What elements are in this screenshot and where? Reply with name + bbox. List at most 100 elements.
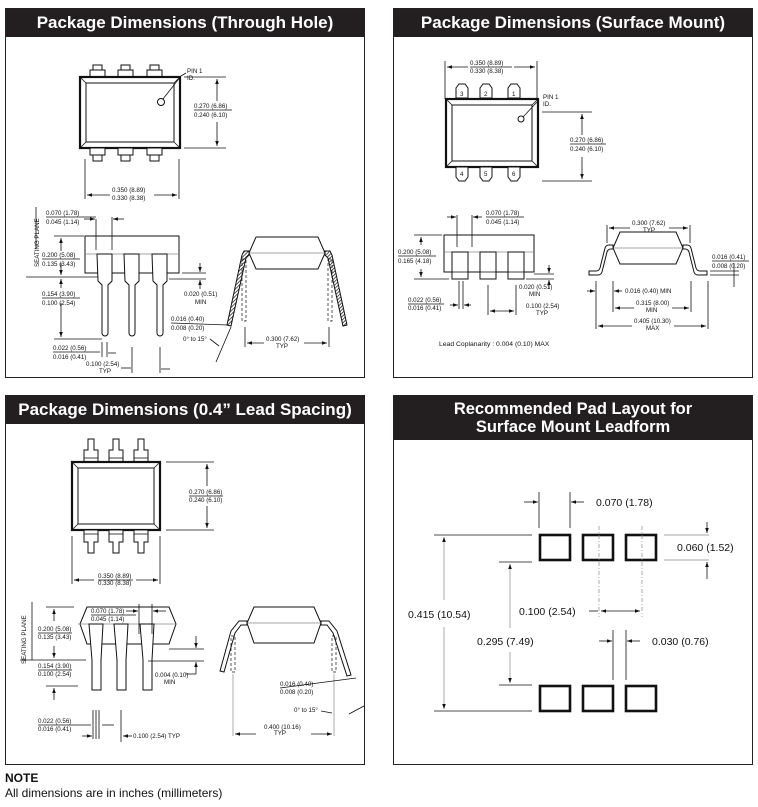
top-view: [444, 83, 540, 182]
width-dim-max: 0.350 (8.89): [112, 187, 145, 194]
standoff-note: MIN: [529, 291, 540, 298]
lead-width-min: 0.045 (1.14): [46, 219, 79, 226]
lead-t-max: 0.016 (0.41): [712, 254, 745, 261]
pin1-label-id: ID.: [187, 75, 195, 82]
pin-number: 6: [512, 171, 516, 178]
inner-span-note: MIN: [646, 307, 657, 314]
pin-number: 4: [460, 171, 464, 178]
foot-length-dim: 0.016 (0.40) MIN: [625, 288, 671, 295]
top-view: [78, 64, 187, 162]
pitch-note: TYP: [536, 310, 548, 317]
pitch-dim: 0.100 (2.54): [526, 303, 559, 310]
lead-t-max: 0.016 (0.40): [171, 316, 204, 323]
pin-number: 2: [484, 91, 488, 98]
lead-length-min: 0.100 (2.54): [38, 671, 71, 678]
lead-length-min: 0.100 (2.54): [42, 300, 75, 307]
pad-layout-drawing: 0.070 (1.78) 0.415 (10.54) 0.295 (7.49) …: [408, 492, 734, 713]
note-title: NOTE: [5, 771, 39, 785]
coplanarity-note: Lead Coplanarity : 0.004 (0.10) MAX: [439, 341, 550, 348]
row-spacing-note: TYP: [276, 343, 288, 350]
pad: [538, 684, 572, 713]
angle-dim: 0° to 15°: [183, 336, 207, 343]
pitch-dim: 0.100 (2.54) TYP: [133, 733, 180, 740]
lead-thickness-max: 0.022 (0.56): [408, 297, 441, 304]
panel-title-line1: Recommended Pad Layout for: [453, 400, 693, 418]
width-dim-min: 0.330 (8.38): [98, 580, 131, 587]
seating-plane-label: SEATING PLANE: [21, 615, 28, 664]
standoff-dim: 0.020 (0.51): [184, 291, 217, 298]
pin1-label: PIN 1: [543, 94, 559, 101]
lead-width-min: 0.045 (1.14): [91, 616, 124, 623]
height-dim-max: 0.270 (6.86): [570, 137, 603, 144]
lead-t-max: 0.016 (0.40): [280, 681, 313, 688]
lead-length-max: 0.154 (3.90): [42, 291, 75, 298]
body-height-min: 0.165 (4.18): [398, 258, 431, 265]
pitch-dim: 0.100 (2.54): [519, 606, 576, 618]
lead-thickness-min: 0.016 (0.41): [38, 726, 71, 733]
lead-thickness-max: 0.022 (0.56): [38, 718, 71, 725]
panel-through-hole: Package Dimensions (Through Hole) PIN 1 …: [5, 8, 365, 378]
end-view: [219, 606, 352, 677]
panel-surface-mount: Package Dimensions (Surface Mount) 0.350…: [393, 8, 753, 378]
pitch-dim: 0.100 (2.54): [86, 361, 119, 368]
overall-span-dim: 0.415 (10.54): [408, 609, 470, 621]
through-hole-drawing: PIN 1 ID. 0.270 (6.86) 0.240 (6.10) 0.35…: [26, 64, 348, 375]
width-dim-min: 0.330 (8.38): [470, 68, 503, 75]
lead-thickness-min: 0.016 (0.41): [408, 305, 441, 312]
height-dim-min: 0.240 (6.10): [570, 146, 603, 153]
panel-title: Package Dimensions (Through Hole): [6, 9, 364, 37]
pad-height-dim: 0.060 (1.52): [677, 542, 734, 554]
lead-t-min: 0.008 (0.20): [712, 263, 745, 270]
body-height-max: 0.200 (5.08): [398, 249, 431, 256]
pitch-note: TYP: [99, 368, 111, 375]
standoff-note: MIN: [164, 679, 175, 686]
pad: [581, 533, 615, 562]
pad: [624, 533, 658, 562]
lead-spacing-drawing: 0.270 (6.86) 0.240 (6.10) 0.350 (8.89) 0…: [20, 438, 365, 742]
end-view: [588, 231, 708, 276]
row-spacing-dim: 0.300 (7.62): [632, 220, 665, 227]
outer-span-note: MAX: [646, 325, 659, 332]
lead-thickness-min: 0.016 (0.41): [53, 354, 86, 361]
lead-width-max: 0.070 (1.78): [91, 608, 124, 615]
height-dim-min: 0.240 (6.10): [189, 497, 222, 504]
lead-width-max: 0.070 (1.78): [486, 210, 519, 217]
lead-width-min: 0.045 (1.14): [486, 219, 519, 226]
pad: [538, 533, 572, 562]
inner-span-dim: 0.295 (7.49): [477, 636, 534, 648]
standoff-note: MIN: [195, 299, 206, 306]
body-height-min: 0.135 (3.43): [42, 261, 75, 268]
row-spacing-note: TYP: [274, 730, 286, 737]
outer-span-dim: 0.405 (10.30): [634, 318, 671, 325]
height-dim-max: 0.270 (6.86): [189, 489, 222, 496]
panel-title: Recommended Pad Layout for Surface Mount…: [394, 396, 752, 440]
standoff-dim: 0.004 (0.10): [155, 672, 188, 679]
pad: [624, 684, 658, 713]
pin1-label-id: ID.: [543, 101, 551, 108]
top-view: [70, 438, 162, 554]
pad-width-dim: 0.070 (1.78): [596, 497, 653, 509]
width-dim-min: 0.330 (8.38): [112, 195, 145, 202]
width-dim-max: 0.350 (8.89): [98, 573, 131, 580]
lead-width-max: 0.070 (1.78): [46, 210, 79, 217]
note: NOTE All dimensions are in inches (milli…: [5, 771, 222, 801]
side-view: [84, 235, 180, 337]
row-spacing-dim: 0.300 (7.62): [266, 336, 299, 343]
lead-length-max: 0.154 (3.90): [38, 663, 71, 670]
standoff-dim: 0.020 (0.51): [519, 284, 552, 291]
height-dim-max: 0.270 (6.86): [194, 103, 227, 110]
panel-title-line2: Surface Mount Leadform: [475, 418, 671, 436]
body-height-min: 0.135 (3.43): [38, 634, 71, 641]
height-dim-min: 0.240 (6.10): [194, 112, 227, 119]
row-spacing-note: TYP: [643, 227, 655, 234]
side-view: [443, 234, 535, 280]
pin-number: 3: [460, 91, 464, 98]
body-height-max: 0.200 (5.08): [38, 626, 71, 633]
note-text: All dimensions are in inches (millimeter…: [5, 786, 223, 800]
panel-title: Package Dimensions (Surface Mount): [394, 9, 752, 37]
pin-number: 5: [484, 171, 488, 178]
seating-plane-label: SEATING PLANE: [34, 218, 41, 267]
width-dim-max: 0.350 (8.89): [470, 60, 503, 67]
body-height-max: 0.200 (5.08): [42, 252, 75, 259]
pin-number: 1: [512, 91, 516, 98]
